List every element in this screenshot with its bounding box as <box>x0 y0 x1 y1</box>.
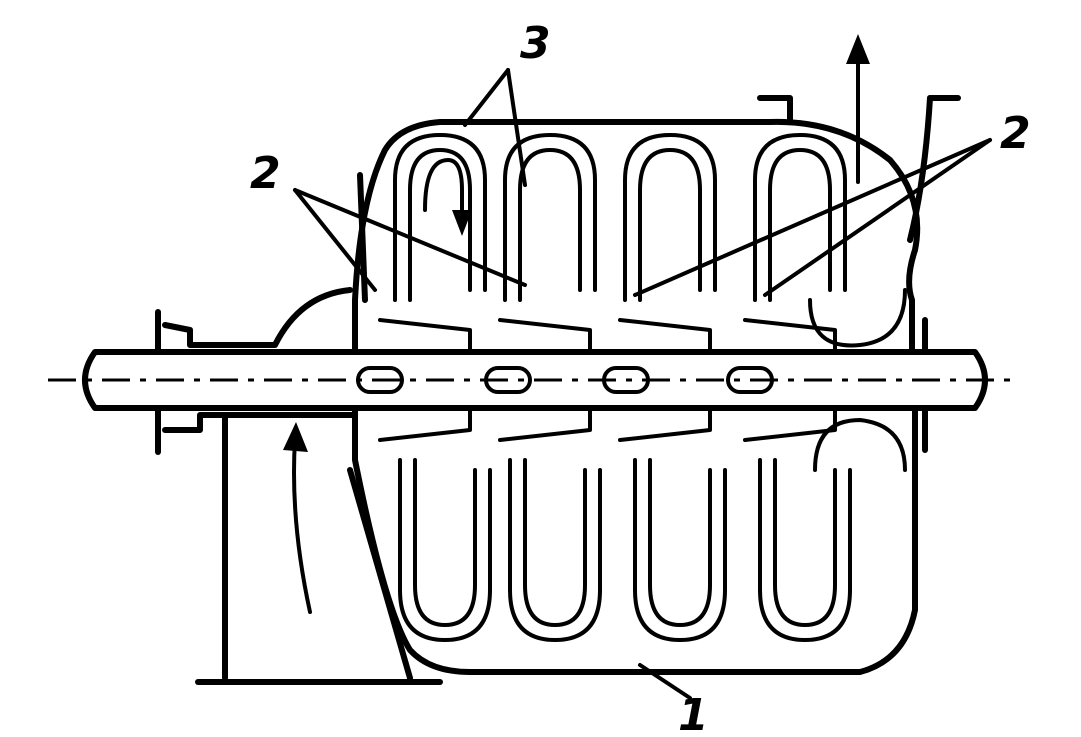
shaft <box>48 349 1010 411</box>
upper-casing <box>352 118 921 355</box>
upper-stage-3 <box>618 133 717 354</box>
discharge-nozzle <box>757 34 961 243</box>
label-guide-vanes-right: 2 <box>1000 108 1031 159</box>
upper-stage-2 <box>498 133 597 354</box>
upper-stage-4 <box>743 133 907 354</box>
label-impellers: 3 <box>520 18 551 69</box>
upper-stage-1 <box>378 133 487 354</box>
leader-lines <box>293 68 992 700</box>
lower-stage-2 <box>498 406 602 642</box>
lower-stage-1 <box>378 406 492 642</box>
label-guide-vanes-left: 2 <box>250 148 281 199</box>
lower-stage-3 <box>618 406 727 642</box>
lower-casing <box>352 407 918 675</box>
label-housing: 1 <box>678 690 709 737</box>
lower-stage-4 <box>743 406 907 642</box>
left-shaft-seal <box>155 287 358 455</box>
